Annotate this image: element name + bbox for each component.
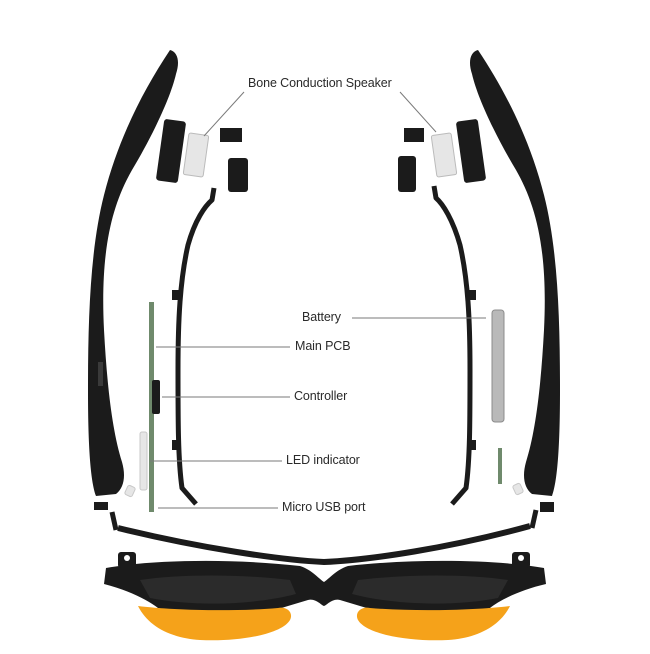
left-frame-tab-1	[172, 290, 180, 300]
left-speaker-housing	[156, 119, 186, 183]
right-usb-part	[512, 482, 524, 496]
left-speaker-module	[182, 132, 210, 178]
left-lens	[138, 606, 292, 641]
front-top-bar	[117, 523, 531, 566]
front-top-bar-end-left	[109, 511, 119, 531]
controller-label: Controller	[294, 389, 348, 403]
micro-usb-part	[124, 484, 136, 498]
right-frame-tab-2	[468, 440, 476, 450]
right-inner-frame	[431, 185, 473, 506]
left-speaker-clip-bottom	[228, 158, 248, 192]
left-frame-tab-2	[172, 440, 180, 450]
speaker-leader-right	[399, 91, 437, 133]
right-hinge-piece	[540, 502, 554, 512]
left-temple-arm	[88, 50, 178, 496]
left-inner-frame	[175, 187, 217, 506]
right-speaker-module	[430, 132, 458, 178]
battery-label: Battery	[302, 310, 341, 324]
front-frame-inner-left	[140, 575, 296, 604]
right-lens	[356, 606, 510, 641]
led-indicator-part	[139, 431, 148, 491]
speaker-label: Bone Conduction Speaker	[248, 76, 392, 90]
right-hinge-hole	[518, 555, 524, 561]
left-speaker-clip-top	[220, 128, 242, 142]
left-hinge-piece	[94, 502, 108, 510]
right-speaker-clip-bottom	[398, 156, 416, 192]
leader-lines	[150, 91, 486, 509]
right-speaker-housing	[456, 119, 486, 183]
main-pcb-part	[149, 302, 154, 512]
left-hinge-hole	[124, 555, 130, 561]
led-indicator-label: LED indicator	[286, 453, 360, 467]
right-temple-arm	[470, 50, 560, 496]
front-top-bar-end-right	[529, 509, 539, 529]
left-arm-detail	[98, 362, 103, 386]
battery-part	[491, 309, 505, 423]
right-frame-tab-1	[468, 290, 476, 300]
front-frame-inner-right	[352, 575, 508, 604]
main-pcb-label: Main PCB	[295, 339, 351, 353]
micro-usb-label: Micro USB port	[282, 500, 366, 514]
controller-part	[152, 380, 160, 414]
right-pcb-part	[498, 448, 502, 484]
right-speaker-clip-top	[404, 128, 424, 142]
speaker-leader-left	[203, 91, 245, 137]
